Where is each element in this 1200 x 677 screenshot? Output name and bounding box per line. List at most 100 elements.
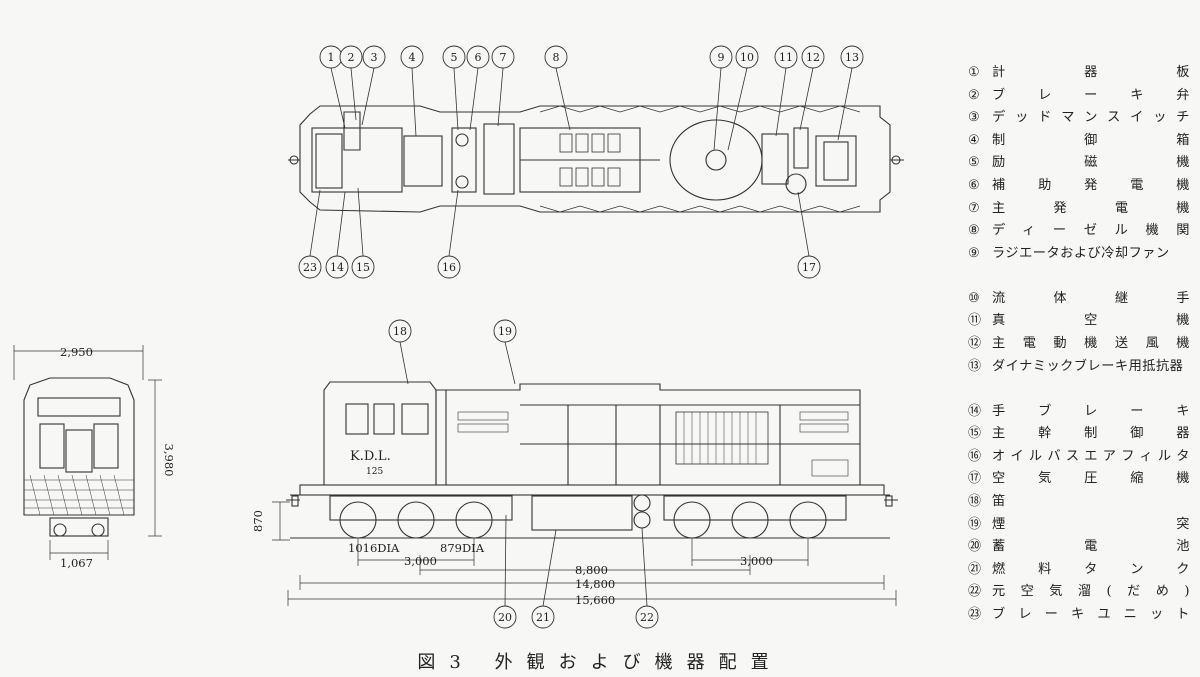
legend-label: 流体継手 — [992, 290, 1190, 306]
callout-8: 8 — [544, 45, 568, 69]
legend-item: ⑰ 空気圧縮機 — [968, 472, 1190, 495]
legend-label: 主電動機送風機 — [992, 335, 1190, 351]
legend-label: 空気圧縮機 — [992, 471, 1190, 487]
legend-number: ⑲ — [968, 516, 982, 532]
callout-5: 5 — [442, 45, 466, 69]
svg-text:14: 14 — [330, 261, 344, 274]
legend-number: ⑧ — [968, 223, 980, 239]
legend-number: ⑰ — [968, 471, 982, 487]
callout-17: 17 — [797, 255, 821, 279]
legend-label: 真空機 — [992, 313, 1190, 329]
legend-item: ① 計器板 — [968, 66, 1190, 89]
legend-number: ③ — [968, 110, 980, 126]
svg-text:19: 19 — [498, 325, 512, 338]
callout-15: 15 — [351, 255, 375, 279]
figure-caption: 図3 外観および機器配置 — [417, 652, 783, 673]
legend-item: ③ デッドマンスイッチ — [968, 111, 1190, 134]
svg-text:9: 9 — [718, 51, 725, 64]
legend-label: 制御箱 — [992, 132, 1190, 148]
callout-23: 23 — [298, 255, 322, 279]
legend-label: ダイナミックブレーキ用抵抗器 — [992, 358, 1184, 374]
callout-11: 11 — [774, 45, 798, 69]
plan-leaders — [309, 67, 853, 257]
legend-label: 主幹制御器 — [992, 426, 1190, 442]
svg-text:13: 13 — [845, 51, 859, 64]
dim-front-height: 3,980 — [162, 444, 176, 477]
legend-label: ラジエータおよび冷却ファン — [992, 245, 1170, 261]
svg-text:5: 5 — [451, 51, 458, 64]
legend-item: ⑪ 真空機 — [968, 314, 1190, 337]
callout-22: 22 — [635, 605, 659, 629]
body-number: 125 — [366, 467, 383, 477]
legend-number: ㉒ — [968, 584, 982, 600]
legend-number: ① — [968, 65, 980, 80]
legend-label: 主発電機 — [992, 200, 1190, 216]
side-leaders — [399, 341, 648, 607]
svg-text:8: 8 — [553, 51, 560, 64]
legend-label: 励磁機 — [992, 155, 1190, 171]
legend-number: ④ — [968, 132, 980, 148]
svg-text:15: 15 — [356, 261, 370, 274]
legend-number: ⑪ — [968, 313, 982, 329]
legend-item: ④ 制御箱 — [968, 134, 1190, 157]
legend-number: ⑳ — [968, 539, 982, 555]
legend-label: デッドマンスイッチ — [992, 110, 1190, 126]
svg-text:18: 18 — [393, 325, 407, 338]
dim-wheel-dia-1: 1016DIA — [348, 541, 400, 555]
legend-label: ディーゼル機関 — [992, 223, 1190, 239]
svg-text:6: 6 — [475, 51, 482, 64]
svg-text:12: 12 — [806, 51, 820, 64]
svg-text:16: 16 — [442, 261, 456, 274]
legend-item: ⑤ 励磁機 — [968, 156, 1190, 179]
legend-label: ブレーキユニット — [992, 606, 1190, 622]
svg-text:3: 3 — [371, 51, 378, 64]
svg-text:22: 22 — [640, 611, 654, 624]
legend-label: 手ブレーキ — [992, 403, 1190, 419]
callout-2: 2 — [339, 45, 363, 69]
callout-16: 16 — [437, 255, 461, 279]
callout-13: 13 — [840, 45, 864, 69]
dim-axle-height: 870 — [251, 510, 265, 532]
legend-label: 燃料タンク — [992, 561, 1190, 577]
callout-12: 12 — [801, 45, 825, 69]
legend-label: 計器板 — [992, 65, 1190, 80]
legend-item: ⑩ 流体継手 — [968, 292, 1190, 315]
svg-text:10: 10 — [740, 51, 754, 64]
callout-3: 3 — [362, 45, 386, 69]
dim-body-length: 14,800 — [575, 577, 615, 591]
svg-text:2: 2 — [348, 51, 355, 64]
legend-item: ⑬ ダイナミックブレーキ用抵抗器 — [968, 358, 1190, 405]
callout-18: 18 — [388, 319, 412, 343]
legend-item: ⑳ 蓄電池 — [968, 540, 1190, 563]
legend-label: 蓄電池 — [992, 539, 1190, 555]
svg-text:20: 20 — [498, 611, 512, 624]
svg-text:17: 17 — [802, 261, 816, 274]
plan-view — [288, 105, 904, 213]
callout-7: 7 — [491, 45, 515, 69]
callout-6: 6 — [466, 45, 490, 69]
legend-number: ⑤ — [968, 155, 980, 171]
dim-truck-centers: 8,800 — [575, 563, 608, 577]
dim-wheel-dia-2: 879DIA — [440, 541, 485, 555]
dim-wheelbase-right: 3,000 — [740, 554, 773, 568]
legend-number: ⑩ — [968, 290, 980, 306]
legend-number: ⑬ — [968, 358, 982, 374]
callout-9: 9 — [709, 45, 733, 69]
callout-4: 4 — [400, 45, 424, 69]
legend-number: ㉓ — [968, 606, 982, 622]
legend-label: ブレーキ弁 — [992, 87, 1190, 103]
dim-front-width: 2,950 — [60, 345, 93, 359]
front-view — [23, 377, 135, 537]
legend-item: ⑧ ディーゼル機関 — [968, 224, 1190, 247]
callout-10: 10 — [735, 45, 759, 69]
side-dimensions — [272, 501, 897, 606]
dim-overall-length: 15,660 — [575, 593, 615, 607]
